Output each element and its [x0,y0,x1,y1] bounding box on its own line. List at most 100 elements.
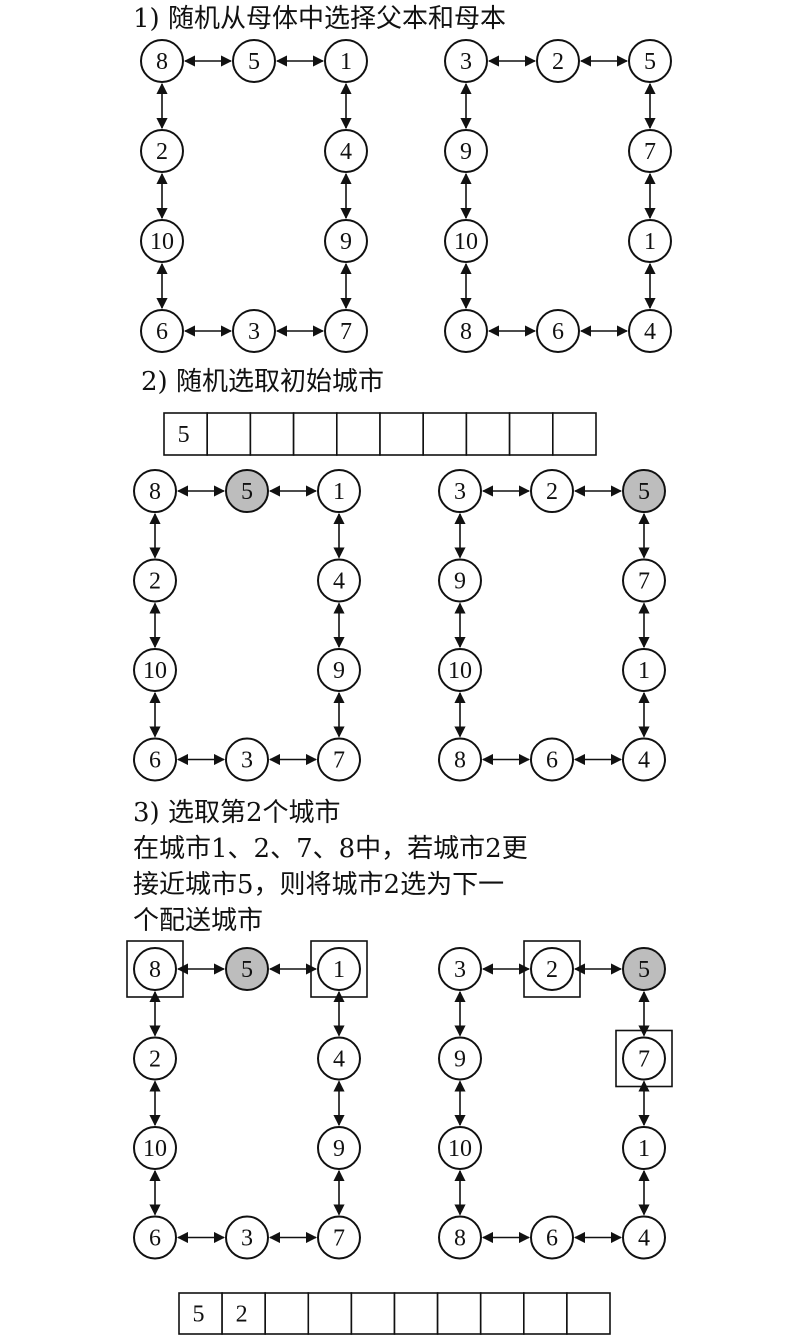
city-circle [225,737,269,782]
city-circle [133,947,177,991]
offspring-cell [350,1292,396,1335]
city-circle [133,469,177,513]
offspring-cell [307,1292,353,1335]
city-node: 10 [438,648,482,692]
city-circle [324,309,368,353]
city-node: 8 [133,947,177,991]
city-node: 6 [133,737,177,782]
offspring-cell [221,1292,267,1335]
city-node: 3 [444,39,488,83]
city-node: 1 [317,469,361,513]
city-circle [628,309,672,353]
city-circle [444,219,488,263]
city-circle [133,1036,177,1081]
city-circle [628,39,672,83]
city-label: 3 [454,479,466,505]
city-node: 8 [438,1215,482,1260]
city-label: 5 [644,49,656,75]
city-label: 7 [644,139,656,165]
city-label: 3 [454,957,466,983]
city-node: 7 [622,558,666,603]
city-node: 7 [317,737,361,782]
city-label: 9 [333,1136,345,1162]
city-circle [622,648,666,692]
city-label: 4 [333,1047,345,1073]
city-node: 5 [225,469,269,513]
city-circle [536,309,580,353]
city-circle [530,947,574,991]
city-label: 2 [546,957,558,983]
city-circle [444,309,488,353]
city-circle [133,1126,177,1170]
city-label: 6 [552,319,564,345]
step-3-label: 3) 选取第2个城市 [133,798,341,828]
city-node: 4 [622,1215,666,1260]
city-circle [324,129,368,173]
candidate-city-box [523,940,581,998]
city-node: 5 [232,39,276,83]
city-circle [140,309,184,353]
city-node: 6 [536,309,580,353]
candidate-marks-layer [126,940,673,1088]
selected-city-circle [225,469,269,513]
offspring-cell [436,1292,482,1335]
city-label: 10 [448,658,472,684]
city-circle [133,1215,177,1260]
city-node: 10 [133,1126,177,1170]
city-label: 4 [638,1226,650,1252]
city-circle [317,737,361,782]
city-circle [438,648,482,692]
city-node: 10 [140,219,184,263]
city-node: 4 [628,309,672,353]
city-label: 3 [241,1226,253,1252]
city-node: 5 [622,469,666,513]
city-label: 10 [448,1136,472,1162]
city-node: 5 [628,39,672,83]
city-node: 9 [317,648,361,692]
city-label: 9 [340,229,352,255]
city-label: 8 [454,1226,466,1252]
city-label: 4 [340,139,352,165]
offspring-cell [422,412,468,456]
city-circle [530,469,574,513]
city-circle [133,648,177,692]
city-label: 8 [149,957,161,983]
city-circle [140,219,184,263]
city-node: 4 [622,737,666,782]
city-label: 9 [460,139,472,165]
city-label: 10 [143,658,167,684]
city-circle [438,558,482,603]
city-node: 2 [530,947,574,991]
offspring-cell [379,412,425,456]
city-node: 4 [317,558,361,603]
city-node: 7 [317,1215,361,1260]
city-circle [628,129,672,173]
city-node: 6 [530,1215,574,1260]
city-circle [317,1036,361,1081]
city-node: 10 [438,1126,482,1170]
offspring-cell [508,412,554,456]
city-circle [438,1036,482,1081]
city-label: 10 [150,229,174,255]
city-circle [232,39,276,83]
city-node: 1 [324,39,368,83]
offspring-cell [393,1292,439,1335]
city-node: 10 [444,219,488,263]
offspring-cell [292,412,338,456]
offspring-cell [163,412,209,456]
offspring-cell [178,1292,223,1335]
city-circle [317,558,361,603]
city-label: 10 [454,229,478,255]
city-circle [530,1215,574,1260]
city-label: 4 [638,748,650,774]
city-label: 1 [638,1136,650,1162]
city-label: 6 [546,748,558,774]
city-label: 3 [460,49,472,75]
city-label: 5 [248,49,260,75]
city-circle [317,469,361,513]
city-label: 6 [546,1226,558,1252]
city-label: 5 [638,479,650,505]
